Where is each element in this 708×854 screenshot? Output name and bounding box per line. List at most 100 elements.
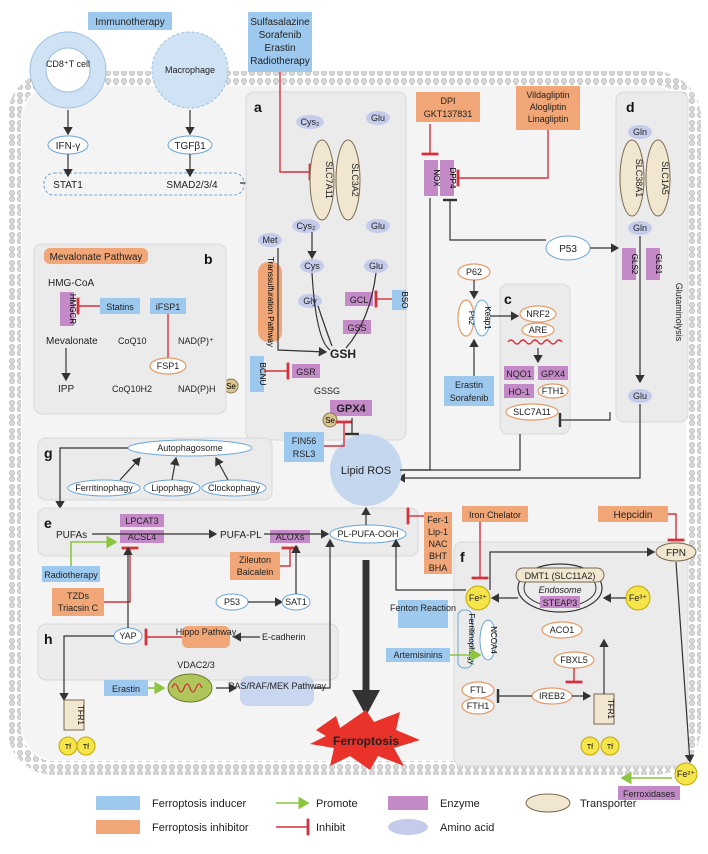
tzds-box: [52, 588, 104, 616]
gsh-label: GSH: [330, 347, 356, 361]
steap3-enzyme: [540, 596, 580, 608]
met-label: Met: [262, 235, 278, 245]
bha-label: BHA: [429, 563, 448, 573]
pl-pufa-ooh-label: PL-PUFA-OOH: [337, 529, 398, 539]
tfr1-f-label: TFR1: [606, 699, 615, 720]
lip1-label: Lip-1: [428, 527, 448, 537]
alox-label: ALOXs: [276, 532, 305, 542]
clockophagy-label: Clockophagy: [208, 483, 261, 493]
panel-a-box: [245, 91, 407, 441]
p53-e-label: P53: [224, 597, 240, 607]
zileuton-box: [230, 552, 280, 580]
se-a: [322, 412, 338, 428]
zileuton-label: Zileuton: [239, 555, 271, 565]
ferritinophagy-f-box: [457, 609, 473, 669]
fth1-f-node: [461, 697, 495, 715]
gssg-label: GSSG: [314, 386, 340, 396]
coq10h2-label: CoQ10H2: [112, 384, 152, 394]
nadp-label: NAD(P)⁺: [178, 336, 214, 346]
aco1-label: ACO1: [550, 625, 575, 635]
fth1-c-label: FTH1: [542, 386, 565, 396]
coq10-label: CoQ10: [118, 336, 147, 346]
ncoa4-node: [479, 619, 497, 661]
gpx4-c-label: GPX4: [541, 369, 565, 379]
fth1-c-node: [537, 383, 569, 399]
gpx4-c-enzyme: [538, 366, 568, 380]
acsl4-enzyme: [120, 530, 164, 543]
bso-label: BSO: [400, 292, 409, 309]
sorafenib-label: Sorafenib: [259, 30, 302, 41]
p53-label: P53: [559, 244, 577, 255]
sorafenib-c-label: Sorafenib: [450, 393, 489, 403]
tf-h-2-label: Tf: [83, 744, 89, 751]
panel-c-letter: c: [504, 291, 512, 307]
slc38a1-transporter: [619, 139, 645, 217]
triacsin-label: Triacsin C: [58, 603, 99, 613]
immune-cells: Immunotherapy CD8⁺T cell Macrophage IFN-…: [29, 12, 320, 196]
panel-f-letter: f: [460, 549, 465, 565]
artemisinins-label: Artemisinins: [393, 650, 443, 660]
gpx4-enzyme: [330, 400, 372, 416]
p62-bound-label: P62: [467, 311, 476, 326]
legend-enzyme-swatch: [388, 796, 428, 810]
transsulfuration-label: Transsulfuration Pathway: [266, 257, 275, 347]
radiotherapy-label: Radiotherapy: [250, 56, 309, 67]
cd8-label: CD8⁺T cell: [46, 59, 90, 69]
tf-fe-1: [580, 736, 600, 756]
immunotherapy-label-bg: [88, 12, 172, 30]
nqo1-label: NQO1: [506, 369, 532, 379]
hmgcr-enzyme: [60, 292, 74, 326]
mevalonate-title: Mevalonate Pathway: [50, 252, 143, 263]
immunotherapy-label: Immunotherapy: [95, 17, 164, 28]
nox-enzyme: [424, 160, 438, 196]
se-b-label: Se: [226, 382, 236, 391]
hippo-label: Hippo Pathway: [176, 627, 237, 637]
glu-low-node: [364, 259, 388, 273]
slc7a11-c-label: SLC7A11: [513, 407, 551, 417]
statins-box: [100, 298, 140, 314]
hepcidin-box: [598, 506, 668, 522]
fth1-f-label: FTH1: [467, 701, 490, 711]
iron-chelator-label: Iron Chelator: [469, 510, 521, 520]
tfr1-h-label: TFR1: [76, 705, 85, 726]
hippo-box: [182, 626, 230, 648]
iron-chelator-box: [462, 506, 528, 522]
panel-d-letter: d: [626, 99, 635, 115]
legend-transporter-swatch: [525, 793, 571, 813]
gcl-label: GCL: [350, 295, 369, 305]
cys2-top-node: [296, 115, 324, 129]
transsulfuration-box: [258, 262, 282, 342]
gsr-enzyme: [292, 364, 320, 378]
tf-fe-h2: [76, 736, 96, 756]
hepcidin-label: Hepcidin: [614, 510, 653, 521]
statins-label: Statins: [106, 302, 134, 312]
gcl-enzyme: [345, 292, 373, 306]
steap3-label: STEAP3: [543, 598, 578, 608]
glu-d-node: [628, 389, 652, 403]
legend-inhibitor-swatch: [96, 820, 140, 834]
nqo1-enzyme: [504, 366, 534, 380]
cys-node: [300, 259, 324, 273]
alogliptin-label: Alogliptin: [530, 102, 567, 112]
panel-g-letter: g: [44, 445, 53, 461]
ferroptosis-label: Ferroptosis: [333, 734, 399, 748]
clockophagy-node: [201, 479, 267, 497]
tf-f-2-label: Tf: [607, 744, 613, 751]
keap1-node: [473, 299, 491, 337]
legend-promote-label: Promote: [316, 798, 358, 810]
sat1-label: SAT1: [285, 597, 307, 607]
fpn-transporter: [655, 542, 697, 562]
ferritinophagy-g-label: Ferritinophagy: [75, 483, 133, 493]
antioxidants-box: [424, 512, 452, 574]
rsl3-label: RSL3: [293, 449, 316, 459]
fenton-box: [398, 600, 448, 628]
glu-low-label: Glu: [369, 261, 383, 271]
fbxl5-label: FBXL5: [560, 655, 588, 665]
ho1-label: HO-1: [508, 387, 530, 397]
glu-mid-label: Glu: [371, 221, 385, 231]
glutaminolysis-label: Glutaminolysis: [674, 283, 684, 342]
ho1-enzyme: [504, 384, 534, 398]
glu-d-label: Glu: [633, 391, 647, 401]
dpi-label: DPI: [440, 96, 455, 106]
